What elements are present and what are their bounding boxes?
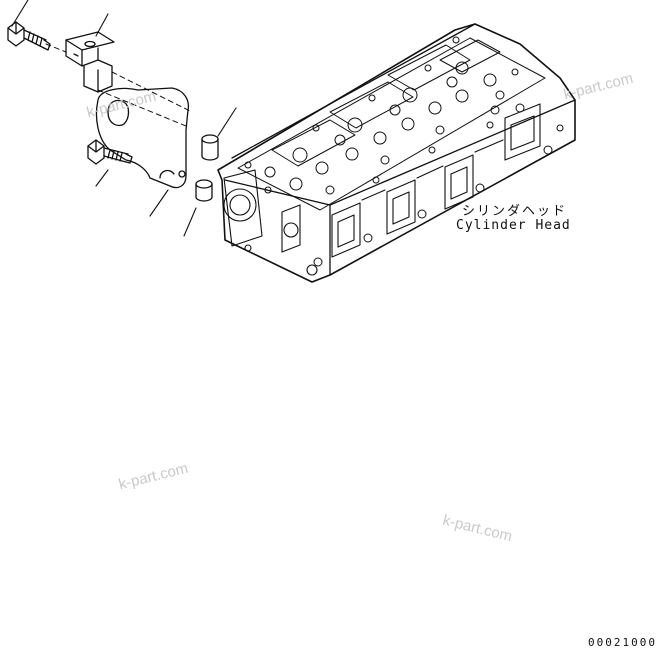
cylinder-head: [217, 23, 576, 283]
small-bracket: [65, 31, 115, 93]
leader-lines: [11, 0, 237, 237]
figure-number: 00021000: [588, 636, 657, 649]
assembly-guide-lines: [45, 43, 193, 127]
long-bolt: [7, 21, 51, 51]
spacer-lower: [195, 179, 213, 202]
part-name-english: Cylinder Head: [456, 218, 571, 233]
part-name-japanese: シリンダヘッド: [462, 204, 568, 219]
short-bolt: [87, 139, 133, 165]
spacer-upper: [201, 134, 219, 161]
